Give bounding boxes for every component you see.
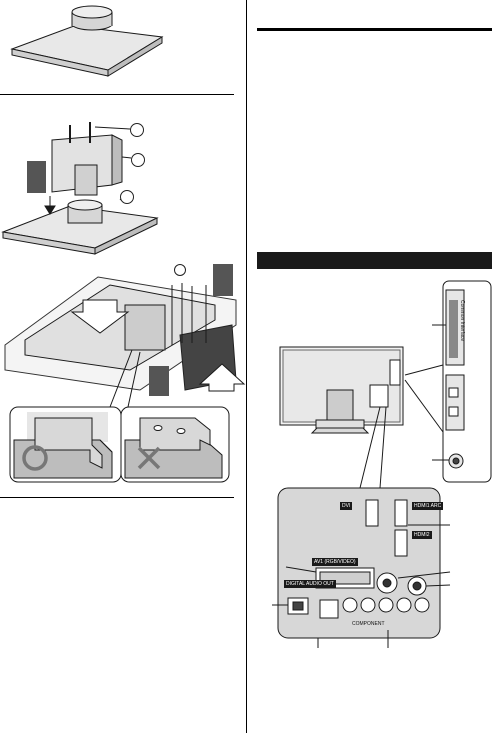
- step-badge-c: [149, 366, 169, 396]
- correct-mark-icon: [22, 445, 48, 471]
- label-digital-audio-out: DIGITAL AUDIO OUT: [284, 580, 336, 588]
- label-hdmi2: HDMI2: [412, 531, 432, 539]
- rule-left-2: [0, 497, 234, 498]
- callout-3: [120, 190, 134, 204]
- label-hdmi1-arc: HDMI1 ARC: [412, 502, 444, 510]
- label-common-interface: Common Interface: [459, 300, 465, 342]
- callout-4: [174, 264, 186, 276]
- column-divider: [246, 0, 247, 733]
- step-badge-a: [27, 161, 46, 193]
- step-badge-b: [213, 264, 233, 296]
- rule-right-top: [257, 28, 492, 31]
- rule-left-1: [0, 94, 234, 95]
- callout-1: [130, 123, 144, 137]
- tv-rear-illustration: [279, 346, 404, 489]
- detail-panel-incorrect: [120, 406, 230, 483]
- tv-facedown-illustration: [4, 276, 246, 408]
- side-terminal-strip: [404, 280, 492, 483]
- callout-2: [131, 153, 145, 167]
- stand-assembly-illustration: [1, 122, 159, 255]
- incorrect-mark-icon: [137, 446, 161, 470]
- label-dvi: DVI: [340, 502, 353, 510]
- label-component: COMPONENT: [352, 621, 385, 627]
- pedestal-base-illustration: [10, 5, 164, 77]
- detail-panel-correct: [9, 406, 122, 483]
- section-heading-bar: [257, 252, 492, 269]
- rear-terminal-panel: [272, 487, 451, 648]
- label-av1-scart: AV1 (RGB/VIDEO): [312, 558, 358, 566]
